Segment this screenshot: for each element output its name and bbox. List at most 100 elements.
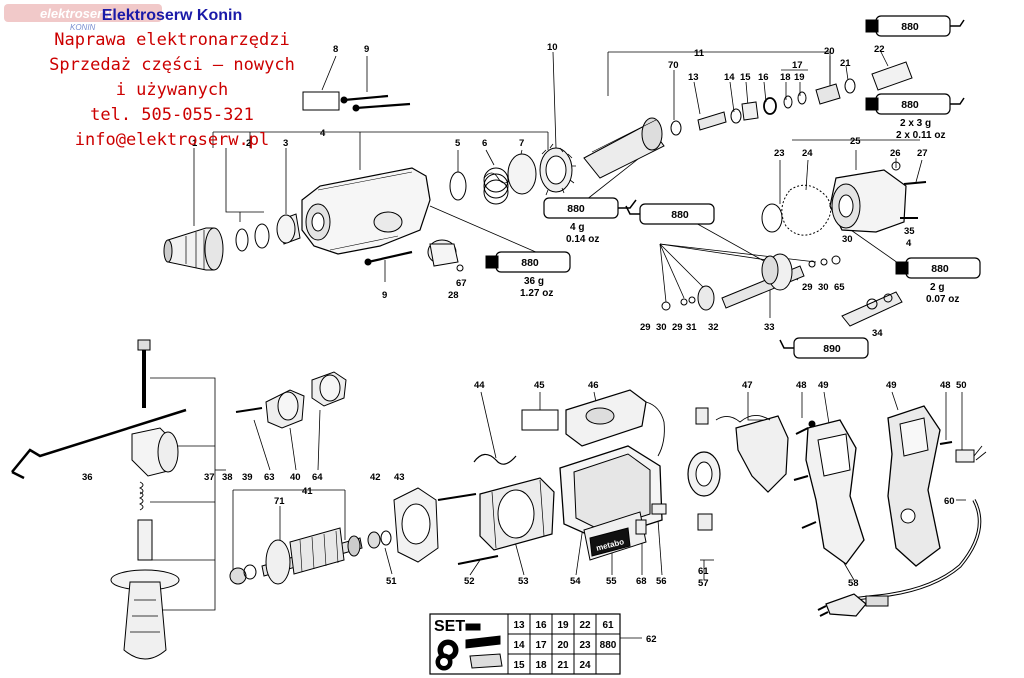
drill-chuck-40-64 <box>235 371 347 429</box>
part-num-25: 25 <box>850 136 861 147</box>
grease-tube-3: 880 4 g 0.14 oz <box>543 197 637 245</box>
part-num-15: 15 <box>740 72 751 83</box>
part-num-24: 24 <box>802 148 813 159</box>
part-num-23: 23 <box>774 148 785 159</box>
part-num-26: 26 <box>890 148 901 159</box>
part-num-35: 35 <box>904 226 915 237</box>
tube-qty-oz: 0.07 oz <box>926 294 959 305</box>
tube-qty-oz: 2 x 0.11 oz <box>896 130 945 141</box>
part-num-54: 54 <box>570 576 581 587</box>
part-num-64: 64 <box>312 472 323 483</box>
part-num-38: 38 <box>222 472 233 483</box>
seal-rings <box>235 213 301 252</box>
grease-tube-5: 880 36 g 1.27 oz <box>485 251 571 299</box>
set-cell: 18 <box>535 660 547 671</box>
part-num-30-c: 30 <box>842 234 853 245</box>
tube-code: 880 <box>521 257 539 269</box>
set-cell: 880 <box>600 640 617 651</box>
part-num-61: 61 <box>698 566 709 577</box>
keyless-chuck <box>163 227 224 271</box>
part-num-4-b: 4 <box>906 238 912 249</box>
part-num-71: 71 <box>274 496 285 507</box>
set-cell: 15 <box>513 660 525 671</box>
tube-qty: 2 x 3 g <box>900 118 931 129</box>
part-num-16: 16 <box>758 72 769 83</box>
set-cell: 16 <box>535 620 547 631</box>
part-num-60: 60 <box>944 496 955 507</box>
watermark-logo: elektroserw KONIN <box>4 4 162 32</box>
part-num-10: 10 <box>547 42 558 53</box>
part-num-56: 56 <box>656 576 667 587</box>
tube-qty: 2 g <box>930 282 944 293</box>
tube-code: 890 <box>823 343 841 355</box>
part-num-57: 57 <box>698 578 709 589</box>
part-num-48-a: 48 <box>796 380 807 391</box>
set-kit-table: SET 13 16 19 22 61 14 17 20 23 880 15 18… <box>429 613 621 675</box>
handle-cover-46 <box>565 389 665 457</box>
part-num-42: 42 <box>370 472 381 483</box>
part-num-27: 27 <box>917 148 928 159</box>
bearing-42 <box>367 530 392 549</box>
part-num-65: 65 <box>834 282 845 293</box>
part-num-68: 68 <box>636 576 647 587</box>
fan-baffle-43 <box>393 487 439 563</box>
gear-housing <box>301 167 431 255</box>
tube-code: 880 <box>901 99 919 111</box>
part-num-6: 6 <box>482 138 487 149</box>
motor-housing-25 <box>761 161 927 236</box>
email-line[interactable]: info@elektroserw.pl <box>74 130 270 150</box>
part-num-70: 70 <box>668 60 679 71</box>
set-cell: 22 <box>579 620 591 631</box>
label-plate-45 <box>521 409 559 431</box>
part-num-52: 52 <box>464 576 475 587</box>
part-num-19: 19 <box>794 72 805 83</box>
grease-tube-7: 890 <box>779 337 869 359</box>
part-num-49-a: 49 <box>818 380 829 391</box>
power-cable-58-60 <box>817 499 982 617</box>
part-number-labels: 1 2 3 4 5 6 7 8 9 9 10 11 13 14 15 16 17… <box>82 42 967 645</box>
tube-qty-oz: 1.27 oz <box>520 288 553 299</box>
gear-10 <box>507 143 576 196</box>
set-cell: 19 <box>557 620 569 631</box>
switch-47 <box>715 415 789 493</box>
set-cell: 24 <box>579 660 591 671</box>
part-num-29-b: 29 <box>672 322 683 333</box>
part-num-13: 13 <box>688 72 699 83</box>
part-num-2: 2 <box>246 138 251 149</box>
part-num-28: 28 <box>448 290 459 301</box>
company-name: Elektroserw Konin <box>101 7 243 24</box>
part-num-20: 20 <box>824 46 835 57</box>
watermark-brand: elektroserw <box>40 6 113 21</box>
cable-clamp-50 <box>939 441 987 463</box>
part-num-31: 31 <box>686 322 697 333</box>
handle-half-49-left <box>793 419 865 565</box>
part-num-58: 58 <box>848 578 859 589</box>
tube-code: 880 <box>901 21 919 33</box>
brush-holders-68-56 <box>635 503 667 535</box>
part-num-62: 62 <box>646 634 657 645</box>
selector-knob <box>427 239 464 272</box>
part-num-9-bottom: 9 <box>382 290 387 301</box>
parts-line: Sprzedaż części – nowych <box>49 55 295 75</box>
grease-tube-4: 880 <box>625 203 715 225</box>
part-num-3: 3 <box>283 138 288 149</box>
stator-53 <box>437 477 555 565</box>
grease-tube-2: 880 2 x 3 g 2 x 0.11 oz <box>865 93 965 141</box>
tube-qty: 36 g <box>524 276 544 287</box>
brand-plate-55: metabo <box>589 527 631 557</box>
part-num-30-b: 30 <box>818 282 829 293</box>
part-num-29-c: 29 <box>802 282 813 293</box>
part-num-7: 7 <box>519 138 524 149</box>
part-num-55: 55 <box>606 576 617 587</box>
phone-line[interactable]: tel. 505-055-321 <box>90 105 254 125</box>
service-line: Naprawa elektronarzędzi <box>54 30 290 50</box>
shaft-13-19 <box>697 61 913 131</box>
handle-half-49-right <box>887 405 941 567</box>
motor-housing-54 <box>559 445 663 561</box>
part-num-41: 41 <box>302 486 313 497</box>
part-num-29-a: 29 <box>640 322 651 333</box>
set-cell: 23 <box>579 640 591 651</box>
set-cell: 20 <box>557 640 569 651</box>
part-num-18: 18 <box>780 72 791 83</box>
part-num-1: 1 <box>192 138 198 149</box>
